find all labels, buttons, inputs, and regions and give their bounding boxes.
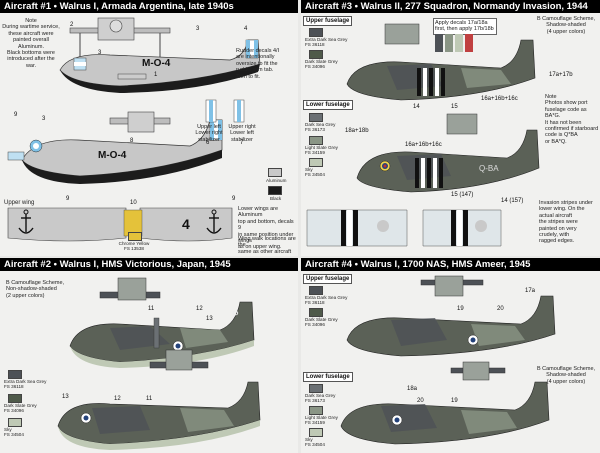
- panel-aircraft-2: Aircraft #2 • Walrus I, HMS Victorious, …: [0, 258, 298, 453]
- panel-aircraft-4: Aircraft #4 • Walrus I, 1700 NAS, HMS Am…: [301, 258, 600, 453]
- swatch-label-3d: Light Slate Grey FS 34159: [305, 145, 338, 156]
- stabilizer-upper-right: Upper right Lower left stabilizer: [228, 124, 256, 143]
- swatch-label-3a: Extra Dark Sea Grey FS 36118: [305, 37, 348, 48]
- swatch-extra-dark-sea-grey-4: [309, 286, 323, 295]
- callout-14a: 14: [413, 104, 420, 110]
- callout-9b: 9: [66, 196, 70, 202]
- swatch-aluminum-label: Aluminum: [266, 178, 287, 183]
- argentina-note: Note During wartime service, these aircr…: [2, 18, 60, 69]
- swatch-label-3c: Dark Sea Grey FS 36173: [305, 122, 336, 133]
- swatch-extra-dark-sea-grey-3: [309, 28, 323, 37]
- swatch-label-2a: Extra Dark Sea Grey FS 36118: [4, 379, 47, 390]
- callout-16abc-b: 16a+16b+16c: [405, 142, 442, 148]
- callout-9a: 9: [14, 112, 18, 118]
- swatch-label-4e: Sky FS 34504: [305, 437, 325, 448]
- scheme-note-2: B Camouflage Scheme, Non-shadow-shaded (…: [6, 280, 65, 299]
- callout-16abc-a: 16a+16b+16c: [481, 96, 518, 102]
- invasion-note-3: Invasion stripes under lower wing. On th…: [539, 200, 593, 245]
- swatch-dark-sea-grey-3: [309, 113, 323, 122]
- swatch-label-3b: Dark Slate Grey FS 34096: [305, 59, 338, 70]
- callout-17a: 17a: [525, 288, 536, 294]
- swatch-aluminum: [268, 168, 282, 177]
- swatch-label-2b: Dark Slate Grey FS 34096: [4, 403, 37, 414]
- rudder-note: Rudder decals 4/I are intentionally over…: [236, 48, 280, 80]
- swatch-label-4c: Dark Sea Grey FS 36173: [305, 393, 336, 404]
- swatch-dark-slate-grey-4: [309, 308, 323, 317]
- swatch-extra-dark-sea-grey-2: [8, 370, 22, 379]
- panel-3-title: Aircraft #3 • Walrus II, 277 Squadron, N…: [301, 0, 600, 13]
- swatch-label-4b: Dark Slate Grey FS 34096: [305, 317, 338, 328]
- swatch-black: [268, 186, 282, 195]
- swatch-light-slate-grey-4: [309, 406, 323, 415]
- callout-12b: 12: [114, 396, 121, 402]
- callout-9c: 9: [232, 196, 236, 202]
- swatch-dark-sea-grey-4: [309, 384, 323, 393]
- callout-10: 10: [130, 200, 137, 206]
- lower-wings-note: Lower wings are Aluminum top and bottom,…: [238, 206, 294, 251]
- swatch-dark-slate-grey-3: [309, 50, 323, 59]
- upper-fuselage-label-4: Upper fuselage: [303, 274, 353, 284]
- callout-7: 7: [240, 140, 244, 146]
- callout-18a: 18a: [407, 386, 418, 392]
- anchor-code: 4: [182, 216, 190, 232]
- callout-3c: 3: [42, 116, 46, 122]
- callout-13b: 13: [62, 394, 69, 400]
- callout-20a: 20: [497, 306, 504, 312]
- callout-3: 3: [98, 50, 102, 56]
- callout-1: 1: [154, 72, 158, 78]
- swatch-chrome-yellow: [128, 232, 142, 241]
- lower-fuselage-label-3: Lower fuselage: [303, 100, 353, 110]
- panel-1-title: Aircraft #1 • Walrus I, Armada Argentina…: [0, 0, 298, 13]
- fuselage-code-3: Q-BA: [479, 164, 499, 173]
- code-upper: M-O-4: [142, 58, 171, 69]
- callout-12a: 12: [196, 306, 203, 312]
- callout-11b: 11: [146, 396, 153, 402]
- walrus-side-view-4: [340, 275, 556, 445]
- callout-8: 8: [130, 138, 134, 144]
- walrus-side-view-2: [57, 277, 261, 450]
- scheme-note-4: B Camouflage Scheme, Shadow-shaded (4 up…: [536, 366, 596, 385]
- upper-fuselage-label-3: Upper fuselage: [303, 16, 353, 26]
- callout-4: 4: [244, 26, 248, 32]
- swatch-label-4d: Light Slate Grey FS 34159: [305, 415, 338, 426]
- panel-aircraft-3: Aircraft #3 • Walrus II, 277 Squadron, N…: [301, 0, 600, 256]
- swatch-sky-2: [8, 418, 22, 427]
- stabilizer-upper-left: Upper left Lower right stabilizer: [195, 124, 223, 143]
- scheme-note-3: B Camouflage Scheme, Shadow-shaded (4 up…: [536, 16, 596, 35]
- callout-6: 6: [206, 140, 210, 146]
- swatch-black-label: Black: [270, 196, 282, 201]
- lower-fuselage-label-4: Lower fuselage: [303, 372, 353, 382]
- callout-18a18b: 18a+18b: [345, 128, 369, 134]
- swatch-label-4a: Extra Dark Sea Grey FS 36118: [305, 295, 348, 306]
- code-lower: M-O-4: [98, 150, 127, 161]
- callout-20b: 20: [417, 398, 424, 404]
- callout-3b: 3: [196, 26, 200, 32]
- callout-14-157: 14 (157): [501, 198, 524, 204]
- callout-11a: 11: [148, 306, 155, 312]
- callout-13a: 13: [206, 316, 213, 322]
- callout-19a: 19: [457, 306, 464, 312]
- walrus-side-view-3: [306, 23, 540, 247]
- swatch-dark-slate-grey-2: [8, 394, 22, 403]
- swatch-sky-4: [309, 428, 323, 437]
- callout-2: 2: [70, 22, 74, 28]
- callout-15-147: 15 (147): [451, 192, 474, 198]
- swatch-chrome-yellow-label: Chrome Yellow FS 13538: [118, 241, 150, 252]
- tail-code-2: P: [232, 310, 239, 321]
- swatch-sky-3: [309, 158, 323, 167]
- upper-wing-label: Upper wing: [4, 200, 35, 206]
- callout-17a17b: 17a+17b: [549, 72, 573, 78]
- panel-2-title: Aircraft #2 • Walrus I, HMS Victorious, …: [0, 258, 298, 271]
- wing-walk-note: Wing walk locations are the same as othe…: [238, 236, 296, 255]
- panel-aircraft-1: Aircraft #1 • Walrus I, Armada Argentina…: [0, 0, 298, 256]
- swatch-light-slate-grey-3: [309, 136, 323, 145]
- callout-15a: 15: [451, 104, 458, 110]
- walrus-side-view-1: [7, 17, 261, 242]
- swatch-label-3e: Sky FS 34504: [305, 167, 325, 178]
- callout-19b: 19: [451, 398, 458, 404]
- photo-note-3: Note Photos show port fuselage code as B…: [545, 94, 599, 145]
- swatch-label-2c: Sky FS 34504: [4, 427, 24, 438]
- panel-4-title: Aircraft #4 • Walrus I, 1700 NAS, HMS Am…: [301, 258, 600, 271]
